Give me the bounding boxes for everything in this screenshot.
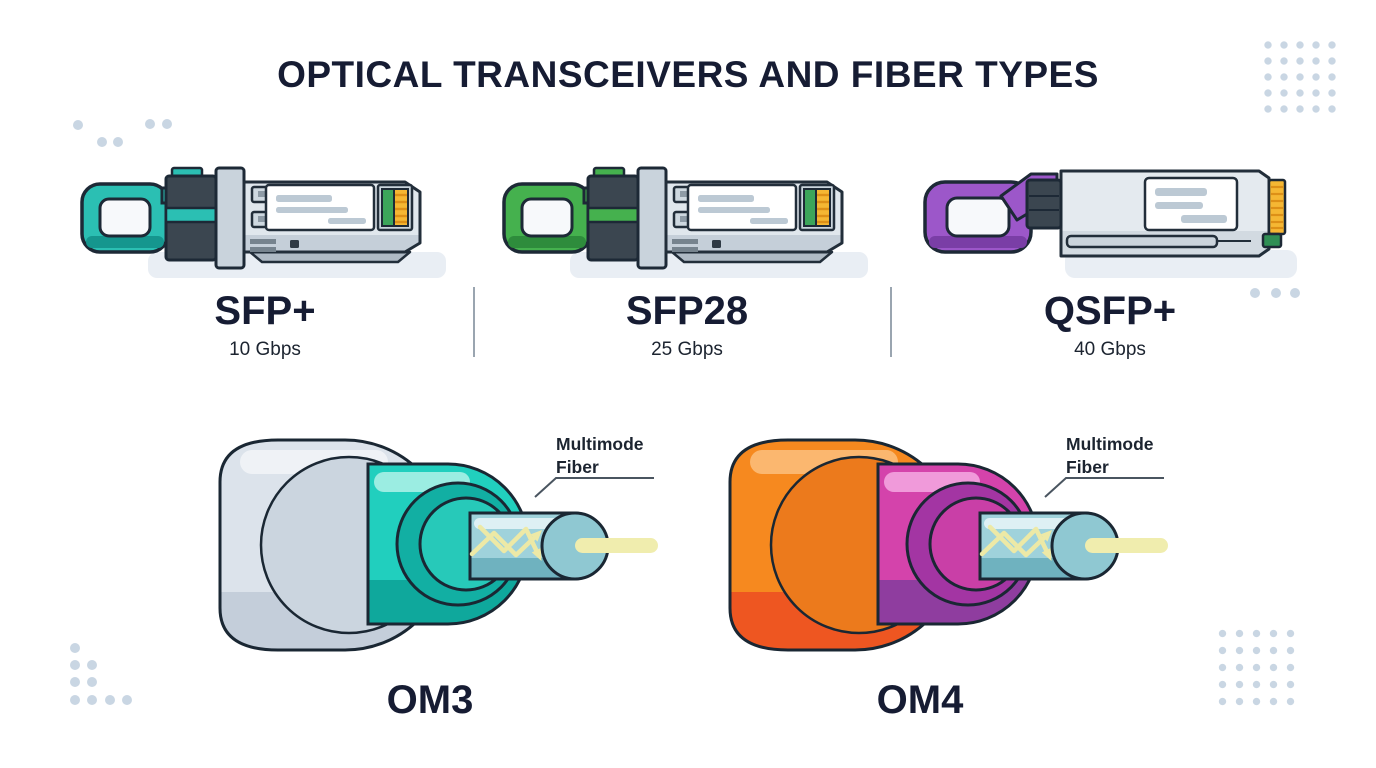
dot xyxy=(1290,288,1300,298)
dot xyxy=(97,137,107,147)
sfp28-illustration xyxy=(502,166,868,278)
dot xyxy=(1271,288,1281,298)
dot-grid xyxy=(1260,37,1340,117)
multimode-fiber-callout: Multimode Fiber xyxy=(1066,434,1154,477)
dot xyxy=(87,660,97,670)
divider xyxy=(890,287,892,357)
dot xyxy=(87,677,97,687)
dot xyxy=(70,643,80,653)
om3-cable-illustration xyxy=(218,438,658,652)
dot xyxy=(73,120,83,130)
dot xyxy=(70,660,80,670)
dot xyxy=(122,695,132,705)
fiber-name: OM3 xyxy=(386,678,474,722)
transceiver-name: QSFP+ xyxy=(1043,289,1177,333)
dot xyxy=(162,119,172,129)
divider xyxy=(473,287,475,357)
fiber-name: OM4 xyxy=(876,678,964,722)
qsfp-plus-illustration xyxy=(923,169,1297,278)
sfp-plus-illustration xyxy=(80,166,446,278)
dot xyxy=(145,119,155,129)
om4-cable-illustration xyxy=(728,438,1168,652)
dot xyxy=(87,695,97,705)
transceiver-sfp28: SFP28 25 Gbps xyxy=(492,152,882,382)
transceiver-name: SFP28 xyxy=(625,289,749,333)
dot-grid xyxy=(1214,625,1299,710)
transceiver-speed: 40 Gbps xyxy=(1074,339,1146,360)
page-title: OPTICAL TRANSCEIVERS AND FIBER TYPES xyxy=(277,54,1099,95)
transceiver-speed: 25 Gbps xyxy=(651,339,723,360)
transceiver-qsfp-plus: QSFP+ 40 Gbps xyxy=(915,152,1305,382)
dot xyxy=(113,137,123,147)
transceiver-name: SFP+ xyxy=(214,289,316,333)
transceiver-speed: 10 Gbps xyxy=(229,339,301,360)
dot xyxy=(1250,288,1260,298)
dot xyxy=(70,677,80,687)
transceiver-sfp-plus: SFP+ 10 Gbps xyxy=(70,152,460,382)
dot xyxy=(105,695,115,705)
dot xyxy=(70,695,80,705)
multimode-fiber-callout: Multimode Fiber xyxy=(556,434,644,477)
fiber-om4: Multimode Fiber OM4 xyxy=(728,430,1178,740)
fiber-om3: Multimode Fiber OM3 xyxy=(218,430,668,740)
